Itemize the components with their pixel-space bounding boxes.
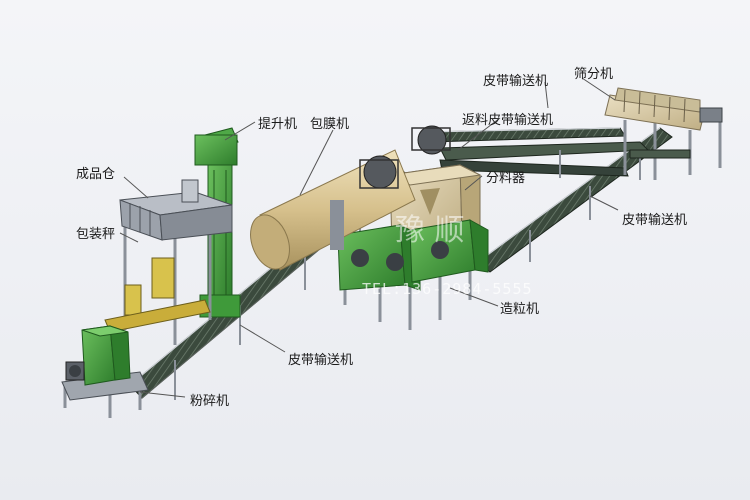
label-elevator: 提升机: [258, 117, 298, 132]
label-screening-machine: 筛分机: [574, 67, 614, 82]
label-finished-bin: 成品仓: [76, 167, 116, 182]
label-leaders: [119, 77, 619, 398]
return-belt-conveyor: [439, 141, 650, 178]
granulator: [337, 219, 489, 330]
label-distributor: 分料器: [486, 171, 526, 186]
packing-scale: [104, 257, 211, 333]
label-coating-machine: 包膜机: [310, 117, 350, 132]
watermark-phone: TEL:136-2984-5555: [362, 280, 533, 298]
label-belt-conveyor-top: 皮带输送机: [483, 74, 549, 89]
label-granulator: 造粒机: [500, 302, 540, 317]
label-belt-conveyor-right: 皮带输送机: [622, 213, 688, 228]
label-crusher: 粉碎机: [190, 394, 230, 409]
screening-machine: [604, 87, 723, 180]
crusher: [61, 325, 149, 418]
coating-drum: [250, 149, 416, 271]
label-belt-conveyor-bottom: 皮带输送机: [288, 353, 354, 368]
watermark-brand: 豫 顺: [395, 213, 465, 248]
belt-conveyor-top: [424, 127, 626, 143]
label-return-belt-conveyor: 返料皮带输送机: [462, 113, 554, 128]
label-packing-scale: 包装秤: [76, 227, 116, 242]
